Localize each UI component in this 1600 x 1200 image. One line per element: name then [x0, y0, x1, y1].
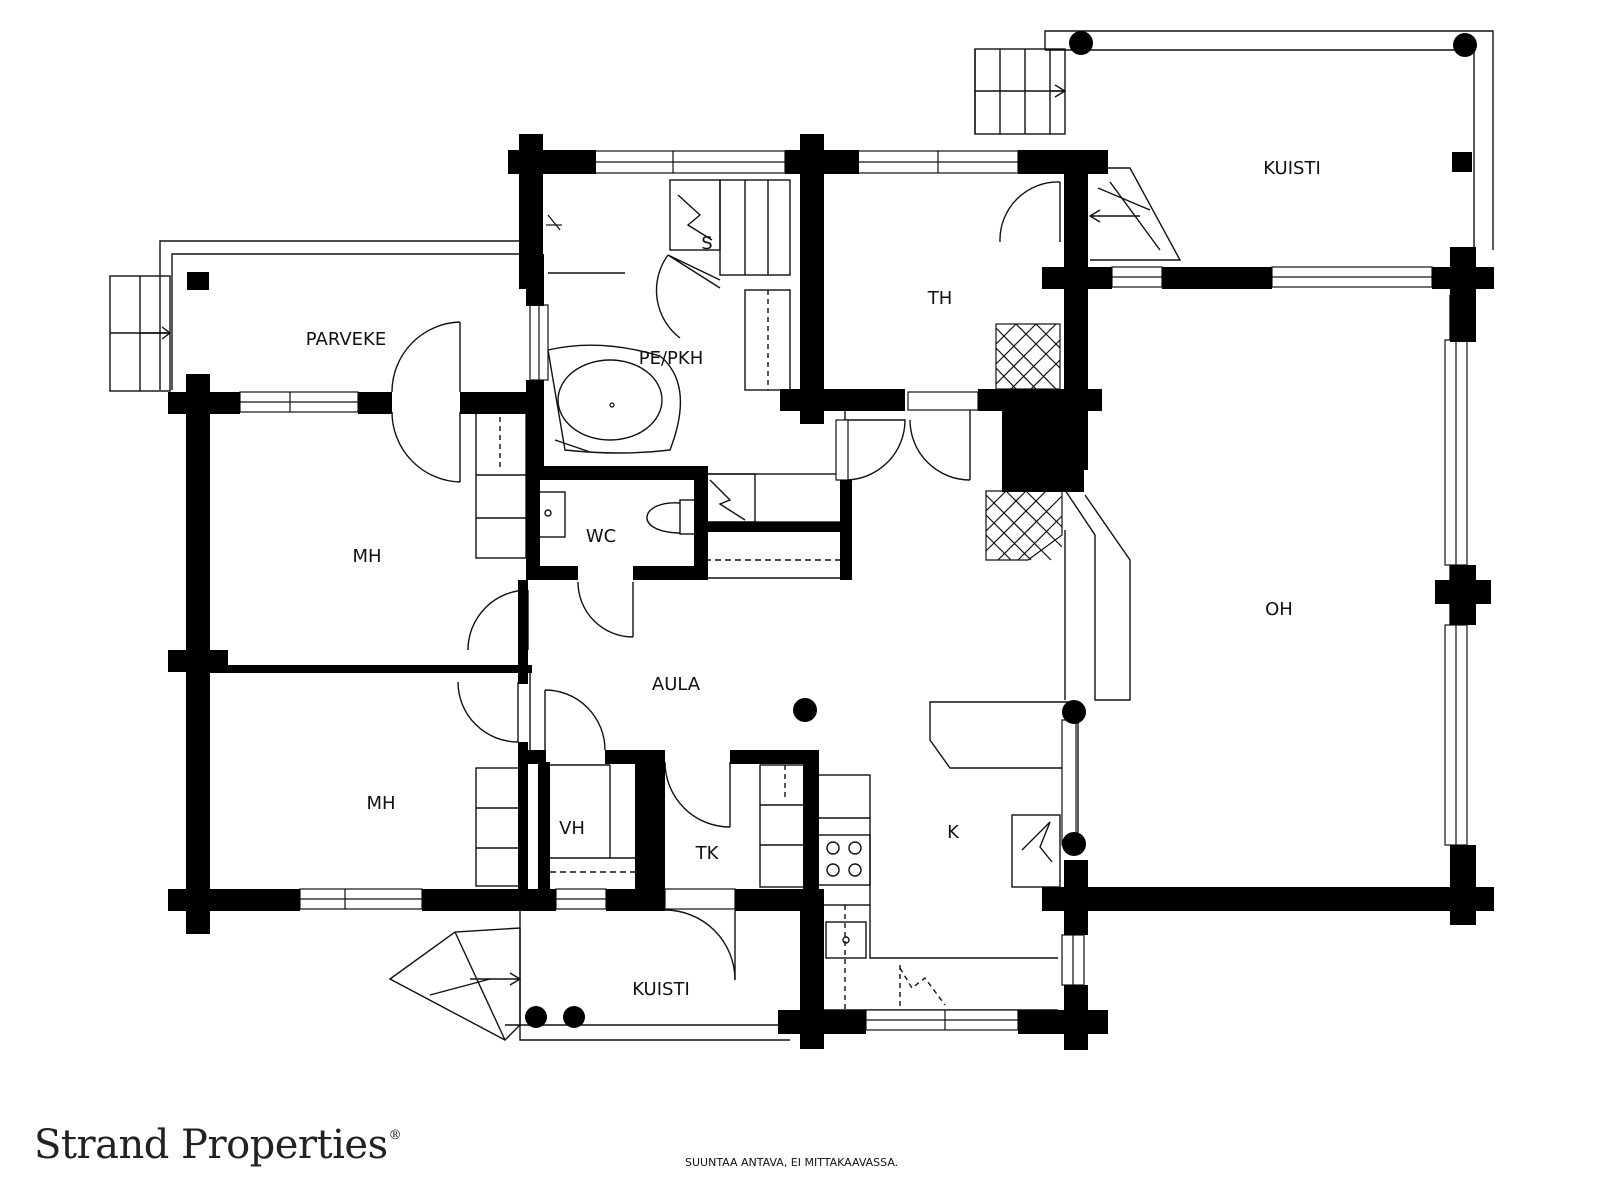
room-label-aula: AULA [652, 674, 701, 695]
room-label-vh: VH [559, 818, 585, 839]
room-label-oh: OH [1265, 599, 1293, 620]
room-labels: KUISTI S TH PARVEKE PE/PKH WC MH AULA OH… [306, 158, 1321, 1000]
room-label-mh-upper: MH [352, 546, 381, 567]
brand-name: Strand Properties [34, 1122, 388, 1168]
windows [239, 150, 1468, 1031]
room-label-pe-pkh: PE/PKH [639, 348, 704, 369]
walls [168, 134, 1494, 1050]
room-label-tk: TK [695, 843, 720, 864]
brand-logo: Strand Properties® [34, 1122, 402, 1168]
room-label-k: K [947, 822, 960, 843]
room-label-kuisti-bottom: KUISTI [632, 979, 690, 1000]
faucet-mark [546, 214, 615, 408]
scale-disclaimer: SUUNTAA ANTAVA, EI MITTAKAAVASSA. [685, 1156, 899, 1169]
room-label-parveke: PARVEKE [306, 329, 386, 350]
room-label-kuisti-top: KUISTI [1263, 158, 1321, 179]
room-label-wc: WC [586, 526, 616, 547]
room-label-sauna: S [701, 233, 712, 254]
posts [187, 31, 1477, 1028]
room-label-mh-lower: MH [366, 793, 395, 814]
brand-registered-mark: ® [388, 1128, 402, 1143]
room-label-th: TH [927, 288, 953, 309]
door-swings [391, 181, 1061, 981]
